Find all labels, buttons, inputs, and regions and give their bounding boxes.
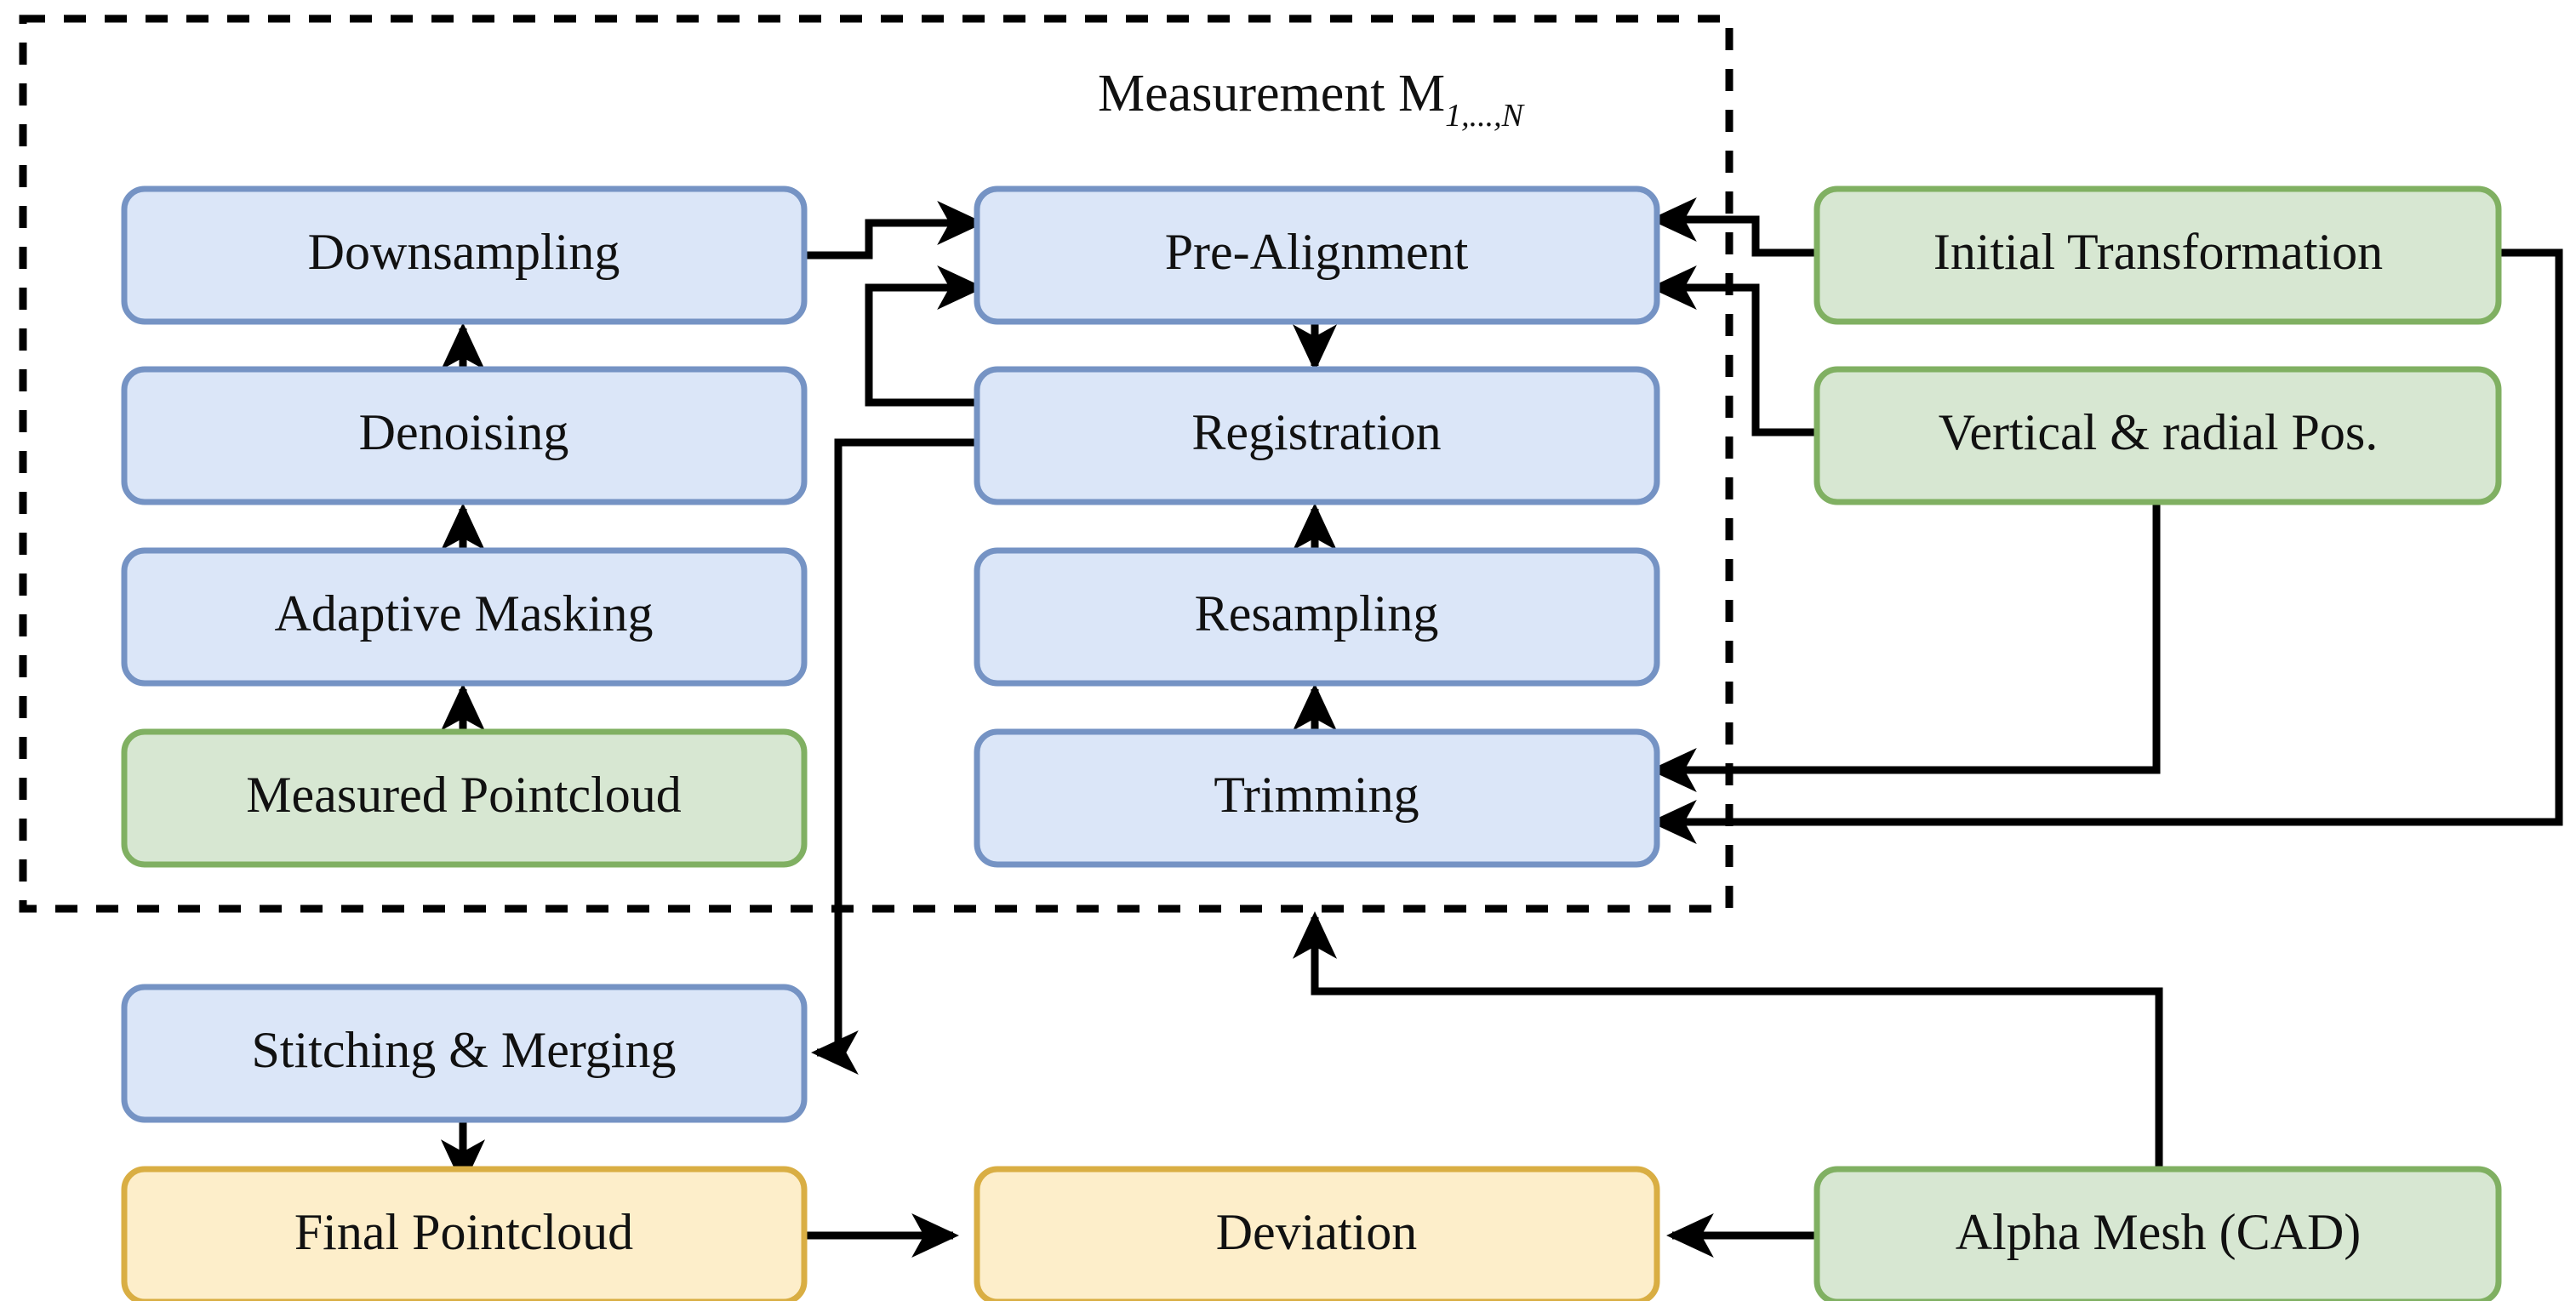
node-vertical-radial-pos-label: Vertical & radial Pos. bbox=[1939, 404, 2379, 460]
node-stitching-merging-label: Stitching & Merging bbox=[252, 1022, 677, 1078]
group-title: Measurement M1,...,N bbox=[1098, 65, 1526, 134]
node-resampling[interactable]: Resampling bbox=[974, 547, 1660, 687]
node-deviation[interactable]: Deviation bbox=[974, 1166, 1660, 1301]
node-registration-rect[interactable] bbox=[974, 366, 1660, 505]
node-pre-alignment[interactable]: Pre-Alignment bbox=[974, 185, 1660, 325]
edge-initialtransform-to-trimming bbox=[1649, 248, 2563, 845]
node-final-pointcloud[interactable]: Final Pointcloud bbox=[121, 1166, 808, 1301]
node-measured-pointcloud-rect[interactable] bbox=[121, 728, 808, 868]
node-trimming[interactable]: Trimming bbox=[974, 728, 1660, 868]
group-title-main: Measurement M bbox=[1098, 65, 1445, 123]
node-denoising-label: Denoising bbox=[359, 404, 569, 460]
edge-vertpos-to-trimming bbox=[1649, 485, 2161, 793]
node-alpha-mesh-rect[interactable] bbox=[1813, 1166, 2502, 1301]
node-vertical-radial-pos[interactable]: Vertical & radial Pos. bbox=[1813, 366, 2502, 505]
node-final-pointcloud-label: Final Pointcloud bbox=[294, 1204, 633, 1260]
node-final-pointcloud-rect[interactable] bbox=[121, 1166, 808, 1301]
node-adaptive-masking-label: Adaptive Masking bbox=[275, 585, 654, 642]
edge-registration-to-prealignment bbox=[865, 265, 985, 407]
node-trimming-rect[interactable] bbox=[974, 728, 1660, 868]
node-adaptive-masking-rect[interactable] bbox=[121, 547, 808, 687]
node-deviation-rect[interactable] bbox=[974, 1166, 1660, 1301]
node-alpha-mesh[interactable]: Alpha Mesh (CAD) bbox=[1813, 1166, 2502, 1301]
node-denoising-rect[interactable] bbox=[121, 366, 808, 505]
node-vertical-radial-pos-rect[interactable] bbox=[1813, 366, 2502, 505]
node-alpha-mesh-label: Alpha Mesh (CAD) bbox=[1956, 1204, 2362, 1260]
edge-vertpos-to-prealignment bbox=[1649, 265, 1815, 437]
node-deviation-label: Deviation bbox=[1216, 1204, 1418, 1260]
node-denoising[interactable]: Denoising bbox=[121, 366, 808, 505]
node-stitching-merging-rect[interactable] bbox=[121, 984, 808, 1123]
node-pre-alignment-rect[interactable] bbox=[974, 185, 1660, 325]
node-downsampling-label: Downsampling bbox=[308, 224, 620, 280]
node-initial-transformation[interactable]: Initial Transformation bbox=[1813, 185, 2502, 325]
edge-registration-to-stitching bbox=[811, 438, 979, 1076]
node-adaptive-masking[interactable]: Adaptive Masking bbox=[121, 547, 808, 687]
edge-alphamesh-to-trimming bbox=[1292, 911, 2163, 1188]
node-initial-transformation-label: Initial Transformation bbox=[1933, 224, 2383, 280]
measurement-group-box bbox=[19, 14, 1734, 913]
node-initial-transformation-rect[interactable] bbox=[1813, 185, 2502, 325]
node-resampling-label: Resampling bbox=[1195, 585, 1439, 642]
node-registration[interactable]: Registration bbox=[974, 366, 1660, 505]
node-trimming-label: Trimming bbox=[1214, 767, 1419, 823]
node-downsampling-rect[interactable] bbox=[121, 185, 808, 325]
edge-downsampling-to-prealignment bbox=[804, 200, 985, 260]
node-resampling-rect[interactable] bbox=[974, 547, 1660, 687]
group-title-subscript: 1,...,N bbox=[1445, 98, 1526, 134]
node-stitching-merging[interactable]: Stitching & Merging bbox=[121, 984, 808, 1123]
node-measured-pointcloud-label: Measured Pointcloud bbox=[246, 767, 682, 823]
node-registration-label: Registration bbox=[1191, 404, 1441, 460]
node-measured-pointcloud[interactable]: Measured Pointcloud bbox=[121, 728, 808, 868]
edge-initialtransform-to-prealignment bbox=[1649, 197, 1815, 257]
node-pre-alignment-label: Pre-Alignment bbox=[1165, 224, 1469, 280]
node-downsampling[interactable]: Downsampling bbox=[121, 185, 808, 325]
